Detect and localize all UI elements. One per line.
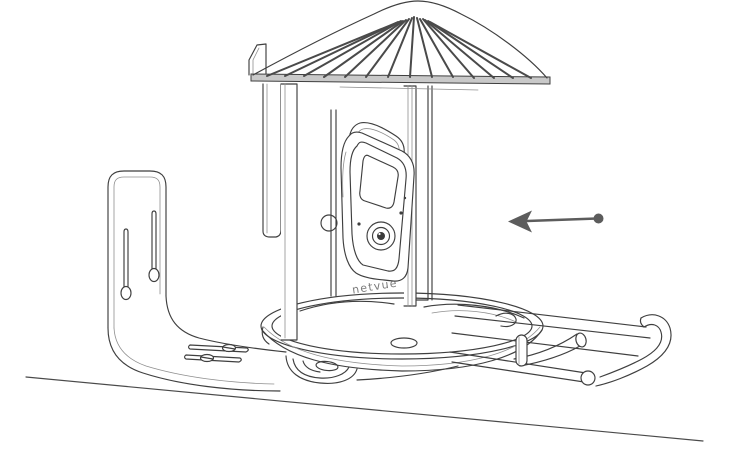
arrow-origin-dot <box>593 213 604 224</box>
screw-icon <box>221 343 237 353</box>
tray-pedestal <box>285 355 358 384</box>
camera-mount-rail <box>320 109 338 297</box>
camera-lens-icon <box>366 221 396 251</box>
tray-hole <box>390 337 418 349</box>
perch-hook <box>513 314 672 387</box>
perch-rail <box>449 304 651 383</box>
roof-ribs <box>266 16 532 79</box>
bracket-arm-slots <box>183 344 249 363</box>
ground-line <box>25 376 704 442</box>
camera-body <box>340 131 415 282</box>
keyhole-slots <box>120 210 160 301</box>
perch <box>449 304 672 387</box>
roof <box>250 0 551 85</box>
roof-outline <box>252 0 548 79</box>
camera-unit <box>340 122 415 282</box>
screw-icon <box>199 353 215 363</box>
left-arrow-icon <box>508 210 604 233</box>
camera-status-dots <box>357 196 407 226</box>
latch-pin <box>515 334 528 367</box>
camera-window <box>359 154 399 209</box>
wall-bracket <box>107 170 459 392</box>
feeder-back-plate <box>248 43 282 238</box>
roof-brim <box>250 73 551 85</box>
